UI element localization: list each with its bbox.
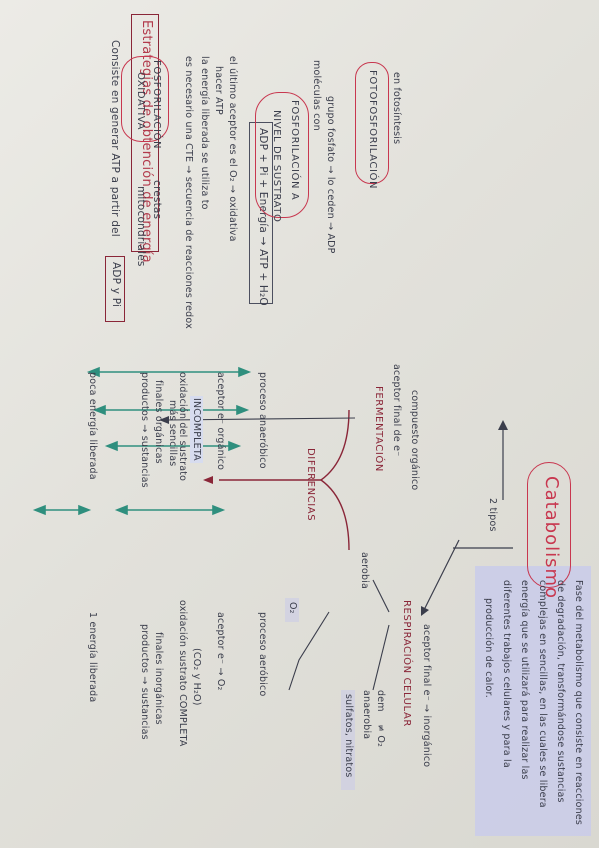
arrow-to-respiracion — [422, 539, 460, 613]
diff-left-4: productos → sustancias — [139, 372, 150, 488]
diff-right-3: oxidación sustrato COMPLETA — [177, 600, 188, 747]
fosforilacion-oxidativa-title: FOSFORILACIÓN — [151, 60, 162, 150]
arrow-to-aerobia — [372, 579, 390, 613]
diff-right-4b: finales inorgánicas — [153, 632, 164, 725]
crestas-label: crestas — [151, 180, 163, 220]
diff-right-5: 1 energía liberada — [87, 612, 98, 703]
anaerobia-dem-label: dem — [375, 690, 386, 712]
anaerobia-value: ≠ O₂ — [375, 724, 386, 748]
diff-left-3b: INCOMPLETA — [190, 396, 203, 463]
definition-line-6: producción de calor. — [483, 598, 494, 698]
oxidativa-bullet-4: el último aceptor es el O₂ → oxidativa — [227, 56, 238, 242]
aerobia-value: O₂ — [287, 602, 298, 614]
diff-right-4: productos → sustancias — [139, 624, 150, 740]
definition-line-1: Fase del metabolismo que consiste en rea… — [573, 580, 584, 826]
fosforilacion-oxidativa-subtitle: OXIDATIVA — [135, 72, 146, 131]
diff-right-2: aceptor e⁻ → O₂ — [215, 612, 226, 691]
definition-line-5: diferentes trabajos celulares y para la — [501, 580, 512, 768]
diferencias-bracket — [319, 409, 350, 551]
oxidativa-bullet-3: hacer ATP — [213, 66, 224, 115]
mitocondriales-label: mitocondriales — [135, 186, 147, 267]
diff-left-2: aceptor e⁻ orgánico — [215, 372, 226, 471]
diff-right-1: proceso aeróbico — [257, 612, 268, 697]
sustrato-text-1: moléculas con — [311, 60, 322, 131]
definition-line-3: complejas en sencillas, en las cuales se… — [537, 580, 548, 808]
respiracion-title: RESPIRACIÓN CELULAR — [401, 600, 412, 727]
adp-pi-label: ADP y Pi — [110, 262, 122, 308]
diff-left-1: proceso anaeróbico — [257, 372, 268, 469]
aerobia-label: aerobia — [359, 552, 370, 590]
arrow-to-anaerobia — [372, 624, 390, 691]
arrow-head-respiracion — [421, 606, 429, 616]
types-label: 2 tipos — [487, 498, 498, 532]
fermentacion-title: FERMENTACIÓN — [373, 386, 384, 472]
title-subtitle: Consiste en generar ATP a partir del — [109, 40, 121, 237]
arrow-head-fermentacion — [498, 420, 508, 430]
respiracion-long-arrow — [288, 611, 330, 691]
definition-line-2: de degradación, transformándose sustanci… — [555, 580, 566, 803]
fermentacion-acceptor-value: compuesto orgánico — [409, 390, 420, 491]
diff-right-3b: (CO₂ y H₂O) — [191, 648, 202, 706]
fotofosforilacion-title: FOTOFOSFORILACIÓN — [367, 70, 378, 190]
anaerobia-label: anaerobia — [361, 690, 372, 740]
definition-line-4: energía que se utilizará para realizar l… — [519, 580, 530, 780]
anaerobia-note: sulfatos, nitratos — [343, 694, 354, 778]
diff-left-4c: más sencillas — [167, 400, 178, 467]
fermentacion-long-arrow-head — [159, 416, 169, 424]
oxidativa-bullet-2: la energía liberada se utiliza to — [199, 56, 210, 210]
fermentacion-acceptor: aceptor final de e⁻ — [391, 364, 402, 457]
fotofosforilacion-bullet: en fotosíntesis — [391, 72, 402, 145]
fosforilacion-sustrato-title: FOSFORILACIÓN A — [289, 100, 300, 201]
diff-left-5: poca energía liberada — [87, 372, 98, 480]
diff-left-4b: finales orgánicas — [153, 380, 164, 464]
respiracion-acceptor: aceptor final e⁻ → inorgánico — [421, 624, 432, 768]
oxidativa-bullet-1: es necesario una CTE → secuencia de reac… — [183, 56, 194, 329]
fosforilacion-sustrato-subtitle: NIVEL DE SUSTRATO — [271, 110, 282, 223]
diferencias-arrow-head — [203, 476, 213, 484]
comparison-arrows — [32, 366, 252, 516]
diferencias-title: DIFERENCIAS — [305, 448, 316, 522]
sustrato-text-2: grupo fosfato → lo ceden → ADP — [325, 96, 336, 254]
